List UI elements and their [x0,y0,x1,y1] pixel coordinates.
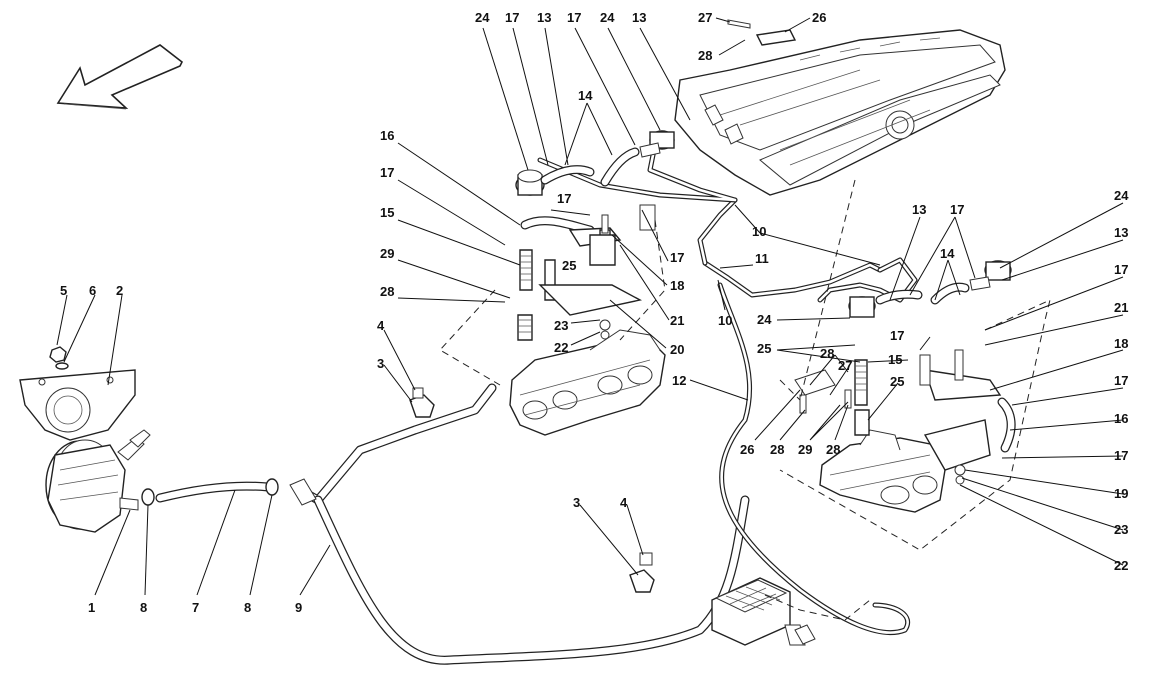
callout-label: 27 [698,10,712,25]
callout-label: 29 [380,246,394,261]
clamp-ring-8-right [265,478,279,496]
callout-label: 2 [116,283,123,298]
bracket-26 [755,29,797,46]
callout-label: 17 [557,191,571,206]
callout-label: 28 [820,346,834,361]
callout-label: 13 [537,10,551,25]
callout-label: 15 [888,352,902,367]
left-exhaust-manifold [509,329,666,436]
washer-6 [55,362,69,370]
callout-label: 24 [757,312,772,327]
callout-label: 24 [475,10,490,25]
pipe-9 [289,383,750,665]
callout-label: 17 [950,202,964,217]
callout-label: 5 [60,283,67,298]
callout-label: 16 [1114,411,1128,426]
callout-label: 24 [600,10,615,25]
clamp-fitting-3-lower [629,552,655,593]
callout-label: 23 [554,318,568,333]
callout-label: 14 [578,88,593,103]
callout-label: 22 [554,340,568,355]
callout-label: 21 [670,313,684,328]
callout-label: 28 [380,284,394,299]
tube-11 [697,197,883,298]
nut-5 [49,346,67,363]
callout-label: 6 [89,283,96,298]
callout-label: 13 [1114,225,1128,240]
callout-label: 3 [573,495,580,510]
callout-label: 23 [1114,522,1128,537]
dashed-guides [439,179,1051,621]
callout-label: 18 [670,278,684,293]
air-filter-box [711,577,816,646]
callout-label: 3 [377,356,384,371]
callout-label: 18 [1114,336,1128,351]
direction-arrow-icon [56,44,184,110]
callout-label: 21 [1114,300,1128,315]
hose-7 [155,481,273,503]
callout-label: 17 [1114,373,1128,388]
clamp-fitting-3-upper [409,387,435,418]
callout-label: 14 [940,246,955,261]
callout-label: 17 [670,250,684,265]
callout-label: 28 [770,442,784,457]
callout-label: 26 [812,10,826,25]
callout-label: 7 [192,600,199,615]
callout-label: 17 [505,10,519,25]
callout-label: 4 [620,495,628,510]
callout-label: 24 [1114,188,1129,203]
callout-label: 4 [377,318,385,333]
callout-label: 17 [1114,262,1128,277]
callout-label: 28 [826,442,840,457]
callout-label: 26 [740,442,754,457]
callout-label: 13 [632,10,646,25]
clamp-ring-8-left [141,488,155,506]
callout-label: 8 [244,600,251,615]
leader-lines [56,17,1124,596]
callout-label: 27 [838,358,852,373]
callout-label: 17 [567,10,581,25]
callout-label: 8 [140,600,147,615]
right-air-valve-assembly [794,260,1016,485]
callout-label: 13 [912,202,926,217]
right-exhaust-manifold [819,429,946,513]
left-air-valve-assembly [515,130,675,341]
callout-label: 15 [380,205,394,220]
callout-label: 25 [757,341,771,356]
screw-27 [727,19,751,29]
callout-label: 17 [890,328,904,343]
air-pump [19,369,151,533]
engine-cylinder-heads [674,29,1006,196]
callout-label: 29 [798,442,812,457]
callout-label: 25 [562,258,576,273]
callout-label: 25 [890,374,904,389]
callout-label: 9 [295,600,302,615]
callout-label: 20 [670,342,684,357]
callout-label: 16 [380,128,394,143]
callout-label: 1 [88,600,95,615]
callout-label: 11 [755,251,769,266]
callout-label: 17 [380,165,394,180]
callout-label: 10 [752,224,766,239]
callout-label: 22 [1114,558,1128,573]
callout-label: 12 [672,373,686,388]
callout-label: 17 [1114,448,1128,463]
callout-label: 28 [698,48,712,63]
callout-label: 19 [1114,486,1128,501]
callout-labels: 24 17 13 17 24 13 27 26 28 14 16 17 17 1… [60,10,1129,615]
callout-label: 10 [718,313,732,328]
tube-12 [717,282,910,636]
